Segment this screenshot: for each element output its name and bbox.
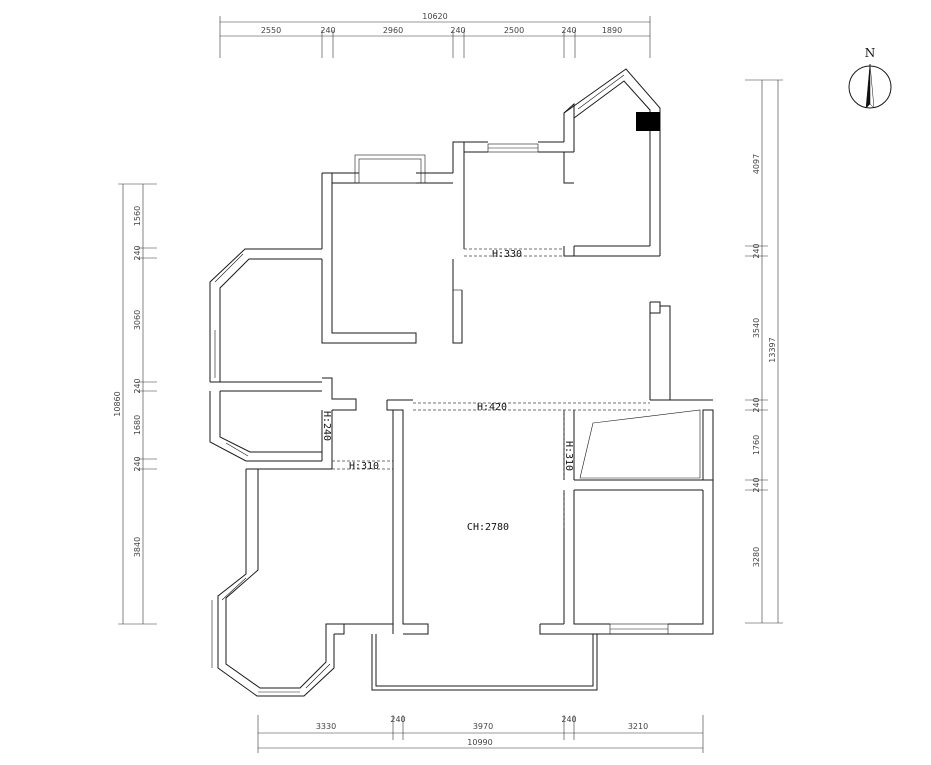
- top-dim-1: 2550: [261, 26, 281, 35]
- label-ceiling-height: CH:2780: [467, 522, 509, 533]
- top-dim-2: 240: [320, 26, 335, 35]
- left-dimensions: 10860 1560 240 3060 240 1680 240 3840: [113, 183, 157, 625]
- top-dim-5: 2500: [504, 26, 524, 35]
- left-dim-1: 1560: [133, 206, 142, 226]
- bottom-dim-4: 240: [561, 715, 576, 724]
- bottom-total-dim: 10990: [467, 738, 492, 747]
- right-dim-3: 3540: [752, 318, 761, 338]
- left-dim-3: 3060: [133, 310, 142, 330]
- right-dim-4: 240: [752, 397, 761, 412]
- north-compass: N: [848, 46, 892, 109]
- top-dim-6: 240: [561, 26, 576, 35]
- bottom-dim-3: 3970: [473, 722, 493, 731]
- right-dimensions: 4097 240 3540 240 1760 240 3280 13397: [745, 79, 783, 624]
- right-dim-2: 240: [752, 243, 761, 258]
- left-dim-4: 240: [133, 378, 142, 393]
- left-dim-2: 240: [133, 245, 142, 260]
- label-h240: H:240: [321, 411, 332, 441]
- room-labels: H:330 H:420 H:240 H:310 H:310 CH:2780: [321, 249, 574, 533]
- label-h310-right: H:310: [563, 441, 574, 471]
- label-h330: H:330: [492, 249, 522, 260]
- top-dimensions: 10620 2550 240 2960 240 2500 240 1890: [219, 12, 651, 58]
- label-h420: H:420: [477, 402, 507, 413]
- left-dim-7: 3840: [133, 537, 142, 557]
- right-total-dim: 13397: [768, 337, 777, 362]
- top-total-dim: 10620: [422, 12, 447, 21]
- left-total-dim: 10860: [113, 391, 122, 416]
- right-dim-6: 240: [752, 477, 761, 492]
- right-dim-1: 4097: [752, 154, 761, 174]
- top-dim-7: 1890: [602, 26, 622, 35]
- bottom-dim-1: 3330: [316, 722, 336, 731]
- north-label: N: [865, 46, 876, 60]
- top-dim-4: 240: [450, 26, 465, 35]
- north-arrow-icon: [865, 63, 871, 109]
- bottom-dimensions: 3330 240 3970 240 3210 10990: [257, 715, 704, 753]
- right-dim-5: 1760: [752, 435, 761, 455]
- left-dim-6: 240: [133, 456, 142, 471]
- bottom-dim-2: 240: [390, 715, 405, 724]
- walls: [209, 68, 714, 697]
- top-dim-3: 2960: [383, 26, 403, 35]
- column-block: [636, 112, 660, 131]
- label-h310-left: H:310: [349, 461, 379, 472]
- left-dim-5: 1680: [133, 415, 142, 435]
- right-dim-7: 3280: [752, 547, 761, 567]
- bottom-dim-5: 3210: [628, 722, 648, 731]
